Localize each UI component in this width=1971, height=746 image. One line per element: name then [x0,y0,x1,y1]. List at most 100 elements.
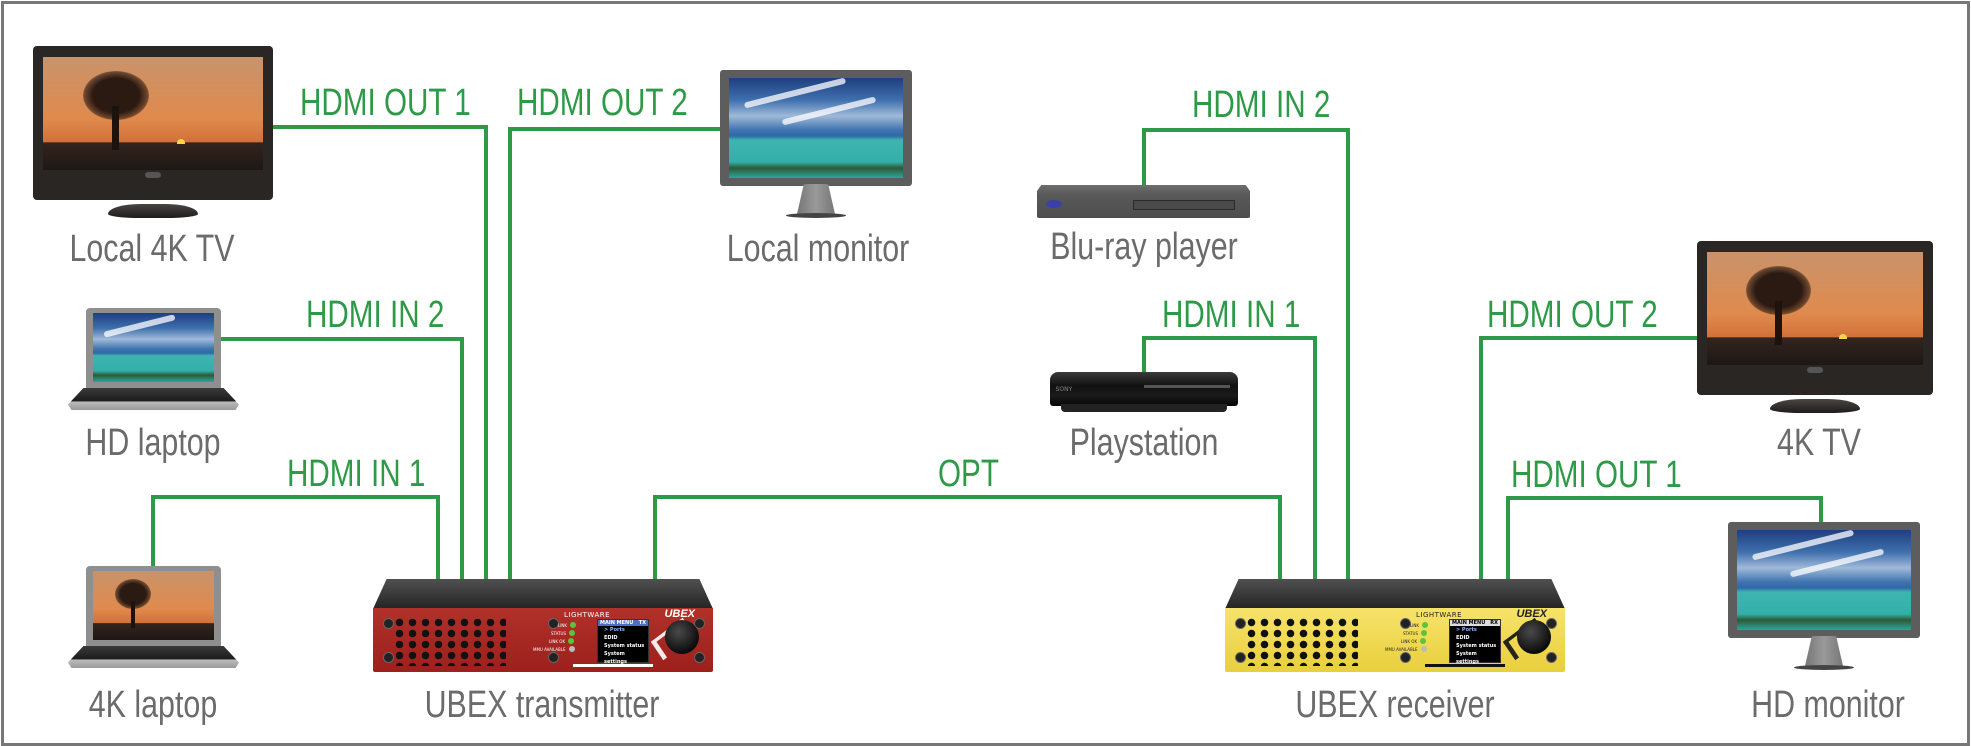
brand-lightware: LIGHTWARE [564,611,611,619]
menu-item-ports: > Ports [604,627,625,633]
laptop-base [68,646,239,668]
cable-label-tx-hdmi-out-2: HDMI OUT 2 [517,82,688,124]
label-ubex-transmitter: UBEX transmitter [424,684,660,726]
laptop-lid [86,308,221,388]
label-hd-monitor: HD monitor [1751,684,1905,726]
cable-label-opt: OPT [938,453,999,495]
bluray-logo-icon [1045,199,1062,208]
tree-icon [82,70,149,150]
menu-header: MAIN MENU [1452,620,1486,626]
monitor-screen [729,77,903,178]
cable-rx-hdmi-in-1 [1142,336,1317,580]
bluray-player [1037,185,1250,218]
label-local-4k-tv: Local 4K TV [69,228,235,270]
led-label: LINK [1410,622,1420,628]
led-status: STATUS [1403,630,1428,636]
local-monitor [720,70,912,220]
control-knob [665,620,699,654]
label-bluray-player: Blu-ray player [1050,226,1238,268]
tv-power-button [1807,367,1823,373]
front-panel: LIGHTWARE UBEX LINK STATUS LINK OK MMU A… [1225,608,1565,672]
monitor-foot [786,213,846,218]
menu-item-edid: EDID [1456,635,1470,641]
control-knob [1517,620,1551,654]
vent-grille [393,616,506,666]
led-link-ok: LINK OK [549,638,575,644]
led-mmu-available: MMU AVAILABLE [1385,646,1427,652]
tv-stand [1770,399,1860,413]
tv-screen [43,57,263,170]
label-ubex-receiver: UBEX receiver [1295,684,1495,726]
led-status: STATUS [551,630,576,636]
console-brand: SONY [1055,386,1073,394]
label-4k-laptop: 4K laptop [88,684,218,726]
vent-grille [1245,616,1358,666]
cable-label-tx-hdmi-out-1: HDMI OUT 1 [300,82,471,124]
menu-item-edid: EDID [604,635,618,641]
tv-bezel [33,46,273,200]
laptop-screen [93,571,214,640]
monitor-screen [1737,529,1911,630]
led-label: LINK OK [549,638,566,644]
cable-label-rx-hdmi-out-2: HDMI OUT 2 [1487,294,1658,336]
cable-rx-hdmi-in-2 [1142,128,1350,580]
chassis-top [373,579,713,609]
ubex-logo: UBEX [1516,608,1547,620]
playstation: SONY [1050,372,1238,412]
menu-item-system-settings: System settings [604,651,627,665]
tv-screen [1707,252,1923,365]
tv-bezel [1697,241,1933,395]
laptop-lid [86,566,221,646]
panel-swoosh [1425,664,1505,667]
monitor-stand [797,184,835,214]
menu-mode: RX [1490,620,1498,626]
hd-monitor [1728,522,1920,672]
tree-icon [114,579,152,628]
monitor-foot [1794,665,1854,670]
cable-rx-hdmi-out-1 [1506,496,1823,580]
menu-item-system-status: System status [604,643,645,649]
tv-stand [108,204,198,218]
cable-tx-hdmi-out-2 [508,127,720,580]
led-label: LINK [558,622,568,628]
disc-slot [1132,199,1236,210]
ubex-receiver: LIGHTWARE UBEX LINK STATUS LINK OK MMU A… [1225,579,1565,672]
hd-laptop [68,308,239,414]
cable-label-tx-hdmi-in-1: HDMI IN 1 [287,453,426,495]
ubex-transmitter: LIGHTWARE UBEX LINK STATUS LINK OK MMU A… [373,579,713,672]
local-4k-tv [33,46,273,218]
tree-icon [1745,265,1811,345]
console-base [1061,404,1227,412]
laptop-base [68,388,239,410]
cable-label-rx-hdmi-in-1: HDMI IN 1 [1162,294,1301,336]
label-4k-tv: 4K TV [1777,422,1861,464]
panel-swoosh [573,664,653,667]
cable-tx-hdmi-out-1 [273,125,488,580]
cable-opt [653,495,1282,580]
cable-label-rx-hdmi-out-1: HDMI OUT 1 [1511,454,1682,496]
4k-laptop [68,566,239,672]
sun-icon [1838,334,1847,340]
cable-tx-hdmi-in-2 [216,337,464,580]
led-label: STATUS [551,630,567,636]
led-label: MMU AVAILABLE [1385,646,1418,652]
ubex-logo: UBEX [664,608,695,620]
menu-item-ports: > Ports [1456,627,1477,633]
label-hd-laptop: HD laptop [85,422,221,464]
brand-lightware: LIGHTWARE [1416,611,1463,619]
led-label: MMU AVAILABLE [533,646,566,652]
menu-item-system-status: System status [1456,643,1497,649]
label-local-monitor: Local monitor [726,228,910,270]
monitor-stand [1805,636,1843,666]
sun-icon [177,139,186,145]
led-link: LINK [558,622,577,628]
led-mmu-available: MMU AVAILABLE [533,646,575,652]
cable-rx-hdmi-out-2 [1479,336,1697,580]
led-link: LINK [1410,622,1429,628]
front-panel: LIGHTWARE UBEX LINK STATUS LINK OK MMU A… [373,608,713,672]
menu-header: MAIN MENU [600,620,634,626]
chassis-top [1225,579,1565,609]
